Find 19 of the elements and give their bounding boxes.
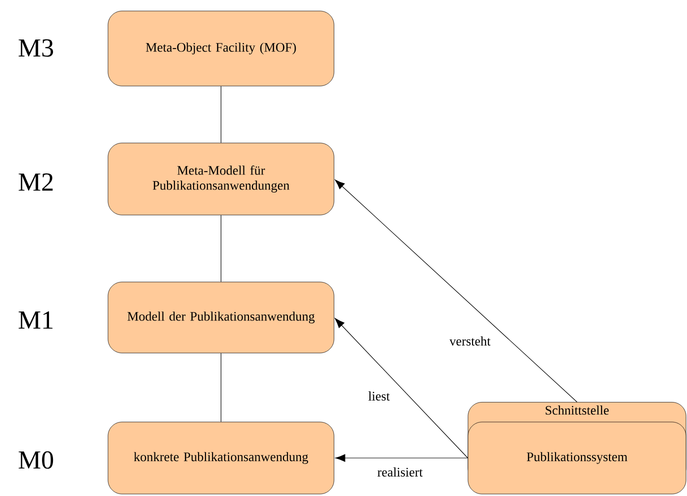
model-box: Publikationssystem <box>468 422 686 494</box>
connector-line <box>220 352 222 422</box>
edge-label: liest <box>367 390 391 402</box>
level-label: M0 <box>18 451 54 469</box>
level-label: M3 <box>18 39 54 57</box>
model-box: Meta-Modell für Publikationsanwendungen <box>108 142 334 216</box>
level-label: M1 <box>18 311 52 329</box>
level-label: M2 <box>18 173 53 191</box>
connector-line <box>220 86 222 144</box>
arrow <box>334 318 468 458</box>
model-box: Meta-Object Facility (MOF) <box>108 10 334 86</box>
arrow <box>335 454 468 462</box>
edge-label: realisiert <box>376 466 424 478</box>
model-box: Modell der Publikationsanwendung <box>108 282 334 354</box>
node-label: Schnittstelle <box>546 406 609 415</box>
model-box: konkrete Publikationsanwendung <box>108 422 334 494</box>
connector-line <box>220 214 222 282</box>
arrow <box>334 180 578 402</box>
edge-label: versteht <box>448 335 492 347</box>
